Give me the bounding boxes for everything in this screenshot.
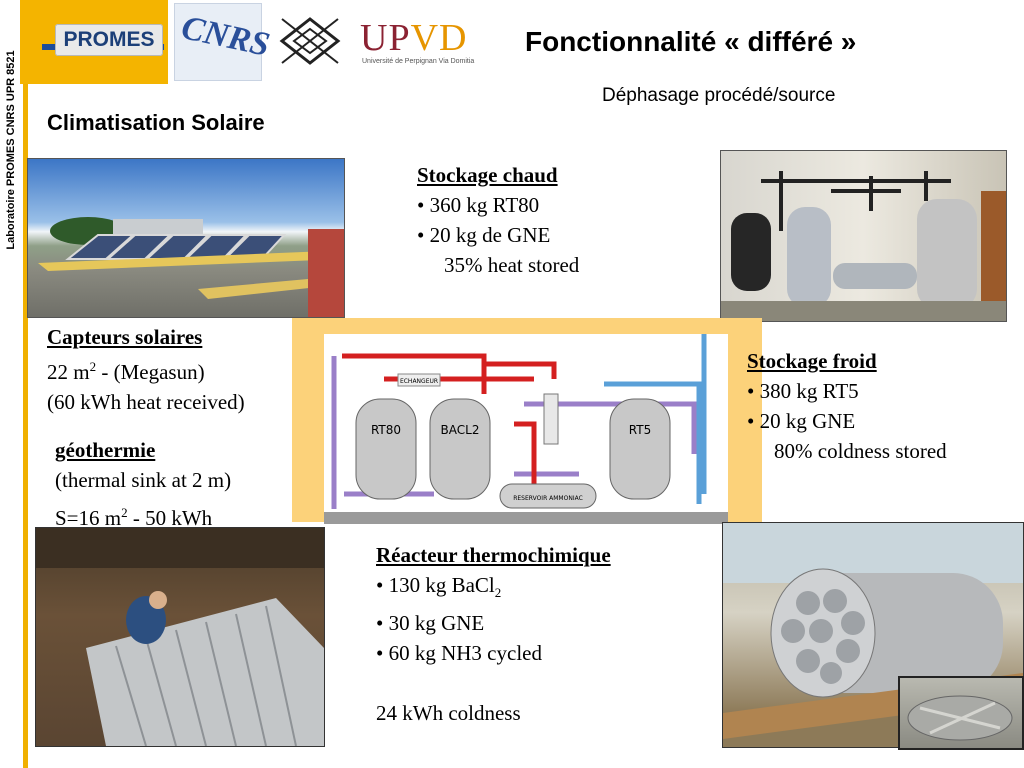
promes-logo: PROMES bbox=[20, 0, 168, 84]
reactor-block: Réacteur thermochimique • 130 kg BaCl2 •… bbox=[376, 540, 611, 728]
cold-storage-line: • 20 kg GNE bbox=[747, 409, 856, 433]
reactor-line: • 60 kg NH3 cycled bbox=[376, 641, 542, 666]
cnrs-logo: CNRS bbox=[174, 3, 273, 81]
lab-side-label: Laboratoire PROMES CNRS UPR 8521 bbox=[5, 50, 17, 250]
hot-storage-heading: Stockage chaud bbox=[417, 163, 558, 187]
geothermy-block: géothermie (thermal sink at 2 m) S=16 m2… bbox=[55, 435, 231, 533]
tank-label-rt80: RT80 bbox=[371, 423, 401, 437]
solar-area-line: 22 m2 - (Megasun) bbox=[47, 359, 205, 384]
geothermy-area-line: S=16 m2 - 50 kWh bbox=[55, 505, 213, 530]
left-accent-bar bbox=[23, 0, 28, 768]
cold-storage-block: Stockage froid • 380 kg RT5 • 20 kg GNE … bbox=[747, 346, 947, 466]
solar-heat-line: (60 kWh heat received) bbox=[47, 390, 245, 414]
hot-storage-block: Stockage chaud • 360 kg RT80 • 20 kg de … bbox=[417, 160, 579, 280]
storage-tanks-photo bbox=[720, 150, 1007, 322]
hot-storage-line: • 20 kg de GNE bbox=[417, 223, 551, 247]
section-title: Climatisation Solaire bbox=[47, 110, 265, 135]
cold-storage-line: 80% coldness stored bbox=[774, 439, 947, 463]
process-schema-diagram: ECHANGEUR RT80 BACL2 RT5 RESERVOIR AMMON… bbox=[292, 318, 762, 524]
geothermal-trench-photo bbox=[35, 527, 325, 747]
slide-subtitle: Déphasage procédé/source bbox=[602, 85, 836, 106]
tank-label-rt5: RT5 bbox=[629, 423, 651, 437]
reactor-line: • 30 kg GNE bbox=[376, 611, 485, 636]
reactor-heading: Réacteur thermochimique bbox=[376, 543, 611, 567]
cold-storage-heading: Stockage froid bbox=[747, 349, 877, 373]
reactor-salt-line: • 130 kg BaCl2 bbox=[376, 573, 502, 601]
reactor-coldness-line: 24 kWh coldness bbox=[376, 701, 521, 726]
solar-collectors-block: Capteurs solaires 22 m2 - (Megasun) (60 … bbox=[47, 322, 245, 417]
hot-storage-line: 35% heat stored bbox=[444, 253, 580, 277]
geothermy-heading: géothermie bbox=[55, 438, 156, 462]
upvd-logo: UPVD Université de Perpignan Via Domitia bbox=[360, 17, 475, 65]
schema-tag-top: ECHANGEUR bbox=[400, 378, 438, 385]
tank-label-bacl2: BACL2 bbox=[441, 423, 480, 437]
cold-storage-line: • 380 kg RT5 bbox=[747, 379, 859, 403]
schema-tag-bottom: RESERVOIR AMMONIAC bbox=[513, 495, 583, 502]
diamond-logo bbox=[279, 17, 341, 65]
solar-collectors-heading: Capteurs solaires bbox=[47, 325, 203, 349]
reactor-detail-photo bbox=[898, 676, 1024, 750]
reactor-photo bbox=[722, 522, 1024, 748]
slide-title: Fonctionnalité « différé » bbox=[525, 26, 857, 57]
solar-panels-photo bbox=[27, 158, 345, 318]
geothermy-sink-line: (thermal sink at 2 m) bbox=[55, 468, 232, 492]
hot-storage-line: • 360 kg RT80 bbox=[417, 193, 540, 217]
